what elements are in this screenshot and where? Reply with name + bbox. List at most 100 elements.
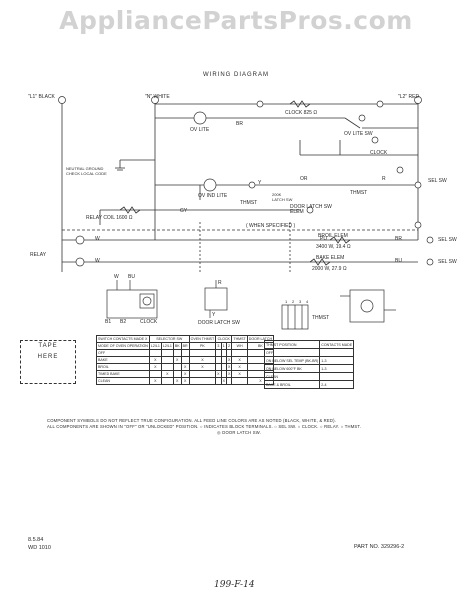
diagram-title: WIRING DIAGRAM (203, 72, 269, 78)
thmst-detail-label: THMST (312, 315, 330, 321)
st-header-sel: SELECTOR SW (148, 335, 190, 343)
selector-switch-table: SWITCH CONTACTS MADE X SELECTOR SW OVEN … (96, 335, 275, 385)
st-mode-label: MODE OF OVEN OPERATION (96, 342, 150, 350)
table-row: CLEAN X X X X X (96, 377, 275, 385)
check-local-code-label: CHECK LOCAL CODE (66, 171, 107, 176)
handwritten-note: 199-F-14 (214, 580, 255, 590)
st-cell: X (160, 370, 174, 378)
relay-coil-label: RELAY COIL 1600 Ω (86, 215, 133, 221)
st-cell: BROIL (96, 363, 150, 371)
wire-bu-label: BU (395, 258, 402, 264)
wire-br-2: BR (395, 236, 402, 242)
st-subcol: PK (188, 342, 217, 350)
st-cell (231, 349, 248, 357)
st-cell (231, 377, 248, 385)
st-cell (160, 377, 174, 385)
table-row: BAKE X X X X X (96, 356, 275, 364)
ov-ind-lite-label: OV IND LITE (198, 193, 228, 199)
st-cell: X (148, 377, 162, 385)
st-cell: X (231, 363, 248, 371)
footer-part-no: PART NO. 329296-2 (354, 544, 405, 550)
st-cell: OFF (96, 349, 150, 357)
st-cell: TIMED BAKE (96, 370, 150, 378)
wire-y-label: Y (258, 180, 262, 186)
th-cell: OFF (263, 348, 321, 357)
latch-detail-r: R (218, 280, 222, 286)
thmst-num-4: 4 (306, 299, 309, 304)
tape-here-box: TAPE HERE (20, 340, 76, 384)
sel-sw-label-1: SEL SW (438, 237, 457, 243)
clock-label: CLOCK (370, 150, 388, 156)
note-line-1: COMPONENT SYMBOLS DO NOT REFLECT TRUE CO… (47, 418, 337, 423)
st-cell (225, 377, 233, 385)
table-row: BROIL X X X X X (96, 363, 275, 371)
wire-w-label: W (95, 236, 100, 242)
table-row: ON BELOW SEL TEMP (BK-BR) 1-3 (263, 356, 355, 365)
st-cell (160, 363, 174, 371)
clock-detail-b2: B2 (120, 319, 127, 325)
latch-detail-y: Y (212, 312, 216, 318)
st-header-left: SWITCH CONTACTS MADE X (96, 335, 150, 343)
broil-rating-label: 3400 W, 19.4 Ω (316, 244, 351, 250)
wire-r-label: R (382, 176, 386, 182)
st-cell (148, 349, 162, 357)
latch-detail-label: DOOR LATCH SW (198, 320, 240, 326)
st-header-clock: CLOCK (215, 335, 233, 343)
table-row: ON BELOW 600°F BK 1-3 (263, 364, 355, 373)
th-cell: 1-3 (319, 356, 355, 365)
clock-detail-bu: BU (128, 274, 135, 280)
table-row: BAKE & BROIL 2-4 (263, 380, 355, 389)
st-header-oven: OVEN THMST (188, 335, 217, 343)
thermostat-position-table: THMST POSITION CONTACTS MADE OFF ON BELO… (263, 340, 355, 389)
st-cell (172, 363, 182, 371)
here-label: HERE (37, 354, 59, 360)
latch-200k-label: 200K (272, 192, 282, 197)
when-specified-label: ( WHEN SPECIFIED ) (246, 223, 296, 229)
st-cell (180, 356, 190, 364)
bake-elem-label: BAKE ELEM (316, 255, 345, 261)
thmst-num-2: 2 (292, 299, 295, 304)
st-cell (188, 370, 217, 378)
latch-sw-label: LATCH SW (272, 197, 293, 202)
th-cell: 2-4 (319, 380, 355, 389)
th-col1-header: THMST POSITION (263, 340, 321, 349)
wire-w-label-2: W (95, 258, 100, 264)
footer-date: 8.5.84 (28, 537, 44, 543)
wire-br-1: BR (236, 121, 243, 127)
l1-label: "L1" BLACK (28, 94, 55, 100)
st-cell: X (188, 356, 217, 364)
st-cell (172, 370, 182, 378)
st-cell: X (180, 377, 190, 385)
st-cell: X (172, 356, 182, 364)
watermark: AppliancePartsPros.com (59, 6, 413, 35)
th-col2-header: CONTACTS MADE (319, 340, 355, 349)
st-header-thmst: THMST (231, 335, 248, 343)
st-cell (188, 377, 217, 385)
table-row: CLEAN (263, 372, 355, 381)
st-cell: BAKE (96, 356, 150, 364)
thmst-right-label: THMST (350, 190, 368, 196)
l2-label: "L2" RED (398, 94, 420, 100)
clean-elem-label: ELEM (290, 209, 304, 215)
st-subcol: L2/L1 (148, 342, 162, 350)
st-cell: CLEAN (96, 377, 150, 385)
sel-sw-label-3: SEL SW (428, 178, 447, 184)
n-label: "N" WHITE (145, 94, 170, 100)
ov-lite-sw-label: OV LITE SW (344, 131, 373, 137)
st-cell: X (148, 356, 162, 364)
st-cell (188, 349, 217, 357)
st-cell: X (231, 370, 248, 378)
table-row: OFF (263, 348, 355, 357)
wire-or-label: OR (300, 176, 308, 182)
table-row: TIMED BAKE X X X X X (96, 370, 275, 378)
st-cell: X (231, 356, 248, 364)
note-line-2: ALL COMPONENTS ARE SHOWN IN "OFF" OR "UN… (47, 424, 362, 429)
st-cell: X (180, 363, 190, 371)
clock-detail-b1: B1 (105, 319, 112, 325)
st-cell: X (188, 363, 217, 371)
st-cell (160, 356, 174, 364)
st-cell (180, 349, 190, 357)
st-cell (172, 349, 182, 357)
thmst-num-3: 3 (299, 299, 302, 304)
st-cell: X (180, 370, 190, 378)
